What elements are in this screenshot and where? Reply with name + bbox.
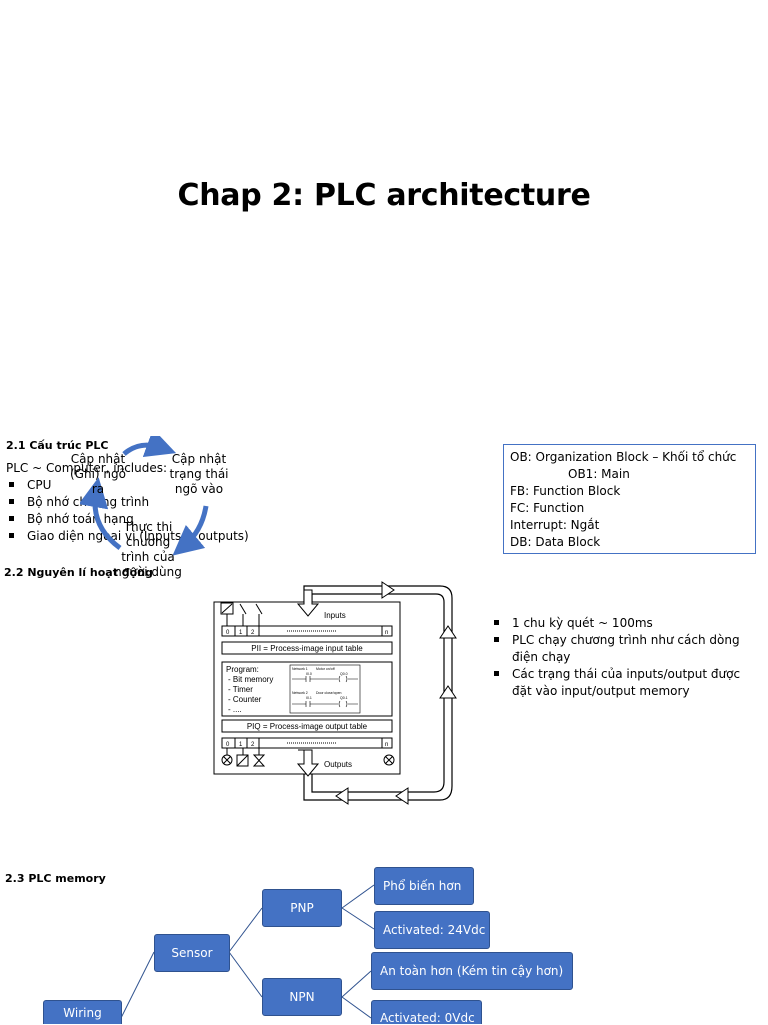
tree-leaf-npn-safer: An toàn hơn (Kém tin cậy hơn) xyxy=(371,952,573,990)
program-item: - .... xyxy=(228,705,242,714)
cycle-execute: Thực thi chương trình của người dùng xyxy=(114,520,182,579)
ladder-c1: I0.0 xyxy=(306,672,312,676)
input-bit-2: 2 xyxy=(251,630,255,636)
list-item: PLC chạy chương trình như cách dòng điện… xyxy=(491,632,741,666)
input-bit-0: 0 xyxy=(226,630,230,636)
cycle-arrow-top xyxy=(122,436,177,457)
tree-leaf-pnp-activated: Activated: 24Vdc xyxy=(374,911,490,949)
connector-pnp-leaf2 xyxy=(341,907,375,930)
section-2-3-heading: 2.3 PLC memory xyxy=(5,872,106,885)
connector-pnp-leaf1 xyxy=(341,884,375,909)
pii-label: PII = Process-image input table xyxy=(251,644,363,653)
list-item: Các trạng thái của inputs/output được đặ… xyxy=(491,666,741,700)
connector-sensor-pnp xyxy=(228,907,263,953)
tree-node-wiring: Wiring xyxy=(43,1000,122,1024)
connector-npn-leaf1 xyxy=(341,970,372,998)
tree-node-npn: NPN xyxy=(262,978,342,1016)
input-arrow-icon xyxy=(296,589,320,617)
tree-leaf-pnp-common: Phổ biến hơn xyxy=(374,867,474,905)
switch-icon xyxy=(255,603,263,615)
blocks-ob: OB: Organization Block – Khối tổ chức xyxy=(510,450,737,464)
ladder-c2: Q0.0 xyxy=(340,672,348,676)
loop-arrow-top xyxy=(381,581,395,599)
connector-sensor-npn xyxy=(228,951,263,998)
piq-label: PIQ = Process-image output table xyxy=(247,722,368,731)
blocks-db: DB: Data Block xyxy=(510,535,601,549)
output-arrow-icon xyxy=(296,749,320,777)
blocks-interrupt: Interrupt: Ngắt xyxy=(510,518,600,532)
cycle-update-inputs: Cập nhật trạng thái ngõ vào xyxy=(169,452,229,496)
input-bit-n: n xyxy=(385,630,388,636)
loop-arrow-bottom2 xyxy=(395,787,409,805)
tree-node-pnp: PNP xyxy=(262,889,342,927)
tree-node-sensor: Sensor xyxy=(154,934,230,972)
page-title: Chap 2: PLC architecture xyxy=(177,178,591,213)
piq-box xyxy=(221,719,393,733)
connector-npn-leaf2 xyxy=(341,996,372,1019)
loop-arrow-bottom1 xyxy=(335,787,349,805)
section-2-2-list: 1 chu kỳ quét ~ 100ms PLC chạy chương tr… xyxy=(491,615,741,700)
section-2-2-heading: 2.2 Nguyên lí hoạt động xyxy=(4,566,153,579)
tree-leaf-npn-activated: Activated: 0Vdc xyxy=(371,1000,482,1025)
pii-box xyxy=(221,641,393,655)
list-item: 1 chu kỳ quét ~ 100ms xyxy=(491,615,741,632)
cycle-arrow-right xyxy=(172,505,209,556)
output-bit-2: 2 xyxy=(251,742,255,748)
ladder-net1: Network 1 xyxy=(292,667,308,671)
output-bit-1: 1 xyxy=(239,742,243,748)
program-item: - Counter xyxy=(228,695,262,704)
valve-icon xyxy=(252,754,266,767)
ladder-c4: Q0.1 xyxy=(340,696,348,700)
switch-icon xyxy=(239,603,247,615)
blocks-fb: FB: Function Block xyxy=(510,484,621,498)
section-2-1-heading: 2.1 Cấu trúc PLC xyxy=(6,439,109,452)
plc-scan-diagram: Inputs 0 1 2 n PII = Process-image input… xyxy=(213,581,457,805)
ladder-net1-desc: Motor on/off xyxy=(316,667,335,671)
list-item: CPU xyxy=(6,477,249,494)
ladder-net2: Network 2 xyxy=(292,691,308,695)
ladder-net2-desc: Door close/open xyxy=(316,691,342,695)
input-bit-1: 1 xyxy=(239,630,243,636)
cycle-update-outputs: Cập nhật (Ghi) ngõ ra xyxy=(70,452,126,496)
program-item: - Timer xyxy=(228,685,253,694)
program-item: - Bit memory xyxy=(228,675,273,684)
list-item: Bộ nhớ toán hạng xyxy=(6,511,249,528)
ladder-c3: I0.1 xyxy=(306,696,312,700)
blocks-fc: FC: Function xyxy=(510,501,585,515)
cycle-arrow-left xyxy=(80,477,122,551)
output-bit-0: 0 xyxy=(226,742,230,748)
cycle-arrows xyxy=(80,436,209,556)
section-2-1-intro: PLC ~ Computer, includes: xyxy=(6,461,168,475)
connector-wiring-sensor xyxy=(120,951,155,1019)
program-label: Program: xyxy=(226,665,259,674)
blocks-ob1: OB1: Main xyxy=(568,467,630,481)
loop-arrow-right2 xyxy=(439,685,457,699)
blocks-box: OB: Organization Block – Khối tổ chức OB… xyxy=(503,444,756,554)
loop-arrow-right1 xyxy=(439,625,457,639)
output-bit-n: n xyxy=(385,742,388,748)
memory-tree-connectors xyxy=(120,884,375,1019)
ladder-preview xyxy=(289,664,361,714)
inputs-label: Inputs xyxy=(324,611,346,620)
outputs-label: Outputs xyxy=(324,760,352,769)
